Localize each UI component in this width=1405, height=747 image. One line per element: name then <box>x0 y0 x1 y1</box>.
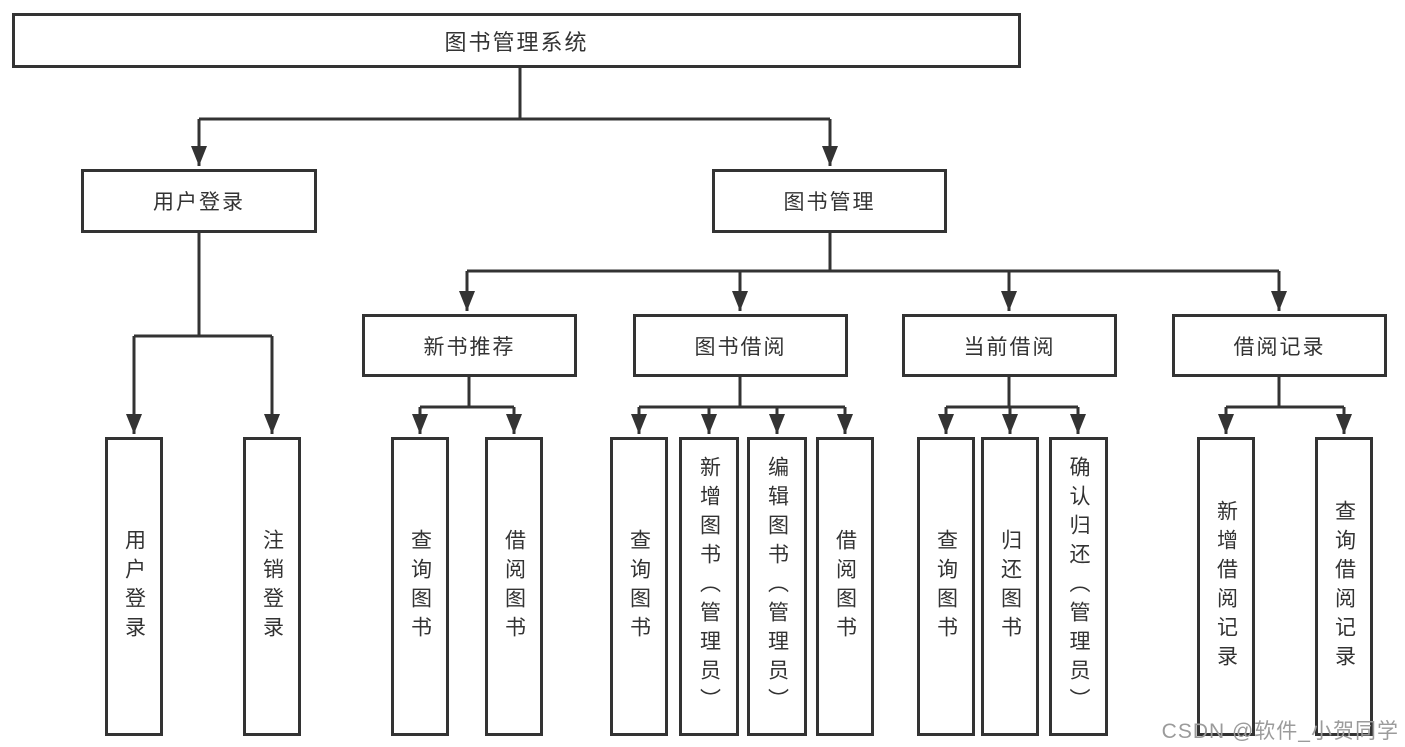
node-user-login-branch: 用户登录 <box>81 169 317 233</box>
leaf-query-books-current: 查询图书 <box>917 437 975 736</box>
leaf-user-login: 用户登录 <box>105 437 163 736</box>
leaf-query-books-borrow-label: 查询图书 <box>627 528 651 645</box>
leaf-add-borrow-record-label: 新增借阅记录 <box>1214 499 1238 674</box>
leaf-borrow-books-recommend-label: 借阅图书 <box>502 528 526 645</box>
leaf-user-login-label: 用户登录 <box>122 528 146 645</box>
node-book-management-branch: 图书管理 <box>712 169 947 233</box>
node-root-system: 图书管理系统 <box>12 13 1021 68</box>
leaf-add-books-admin: 新增图书（管理员） <box>679 437 739 736</box>
leaf-query-books-recommend: 查询图书 <box>391 437 449 736</box>
leaf-borrow-books-label: 借阅图书 <box>833 528 857 645</box>
leaf-return-books-label: 归还图书 <box>998 528 1022 645</box>
csdn-watermark: CSDN @软件_小贺同学 <box>1161 720 1399 743</box>
leaf-query-borrow-record-label: 查询借阅记录 <box>1332 499 1356 674</box>
leaf-logout: 注销登录 <box>243 437 301 736</box>
node-borrow-records: 借阅记录 <box>1172 314 1387 377</box>
node-book-borrow: 图书借阅 <box>633 314 848 377</box>
leaf-edit-books-admin-label: 编辑图书（管理员） <box>765 456 789 717</box>
leaf-return-books: 归还图书 <box>981 437 1039 736</box>
leaf-confirm-return-admin: 确认归还（管理员） <box>1049 437 1108 736</box>
leaf-add-books-admin-label: 新增图书（管理员） <box>697 456 721 717</box>
leaf-query-books-borrow: 查询图书 <box>610 437 668 736</box>
leaf-logout-label: 注销登录 <box>260 528 284 645</box>
node-new-book-recommend: 新书推荐 <box>362 314 577 377</box>
leaf-borrow-books: 借阅图书 <box>816 437 874 736</box>
leaf-query-borrow-record: 查询借阅记录 <box>1315 437 1373 736</box>
node-current-borrow: 当前借阅 <box>902 314 1117 377</box>
leaf-add-borrow-record: 新增借阅记录 <box>1197 437 1255 736</box>
leaf-borrow-books-recommend: 借阅图书 <box>485 437 543 736</box>
leaf-edit-books-admin: 编辑图书（管理员） <box>747 437 807 736</box>
leaf-query-books-recommend-label: 查询图书 <box>408 528 432 645</box>
leaf-query-books-current-label: 查询图书 <box>934 528 958 645</box>
leaf-confirm-return-admin-label: 确认归还（管理员） <box>1067 456 1090 717</box>
